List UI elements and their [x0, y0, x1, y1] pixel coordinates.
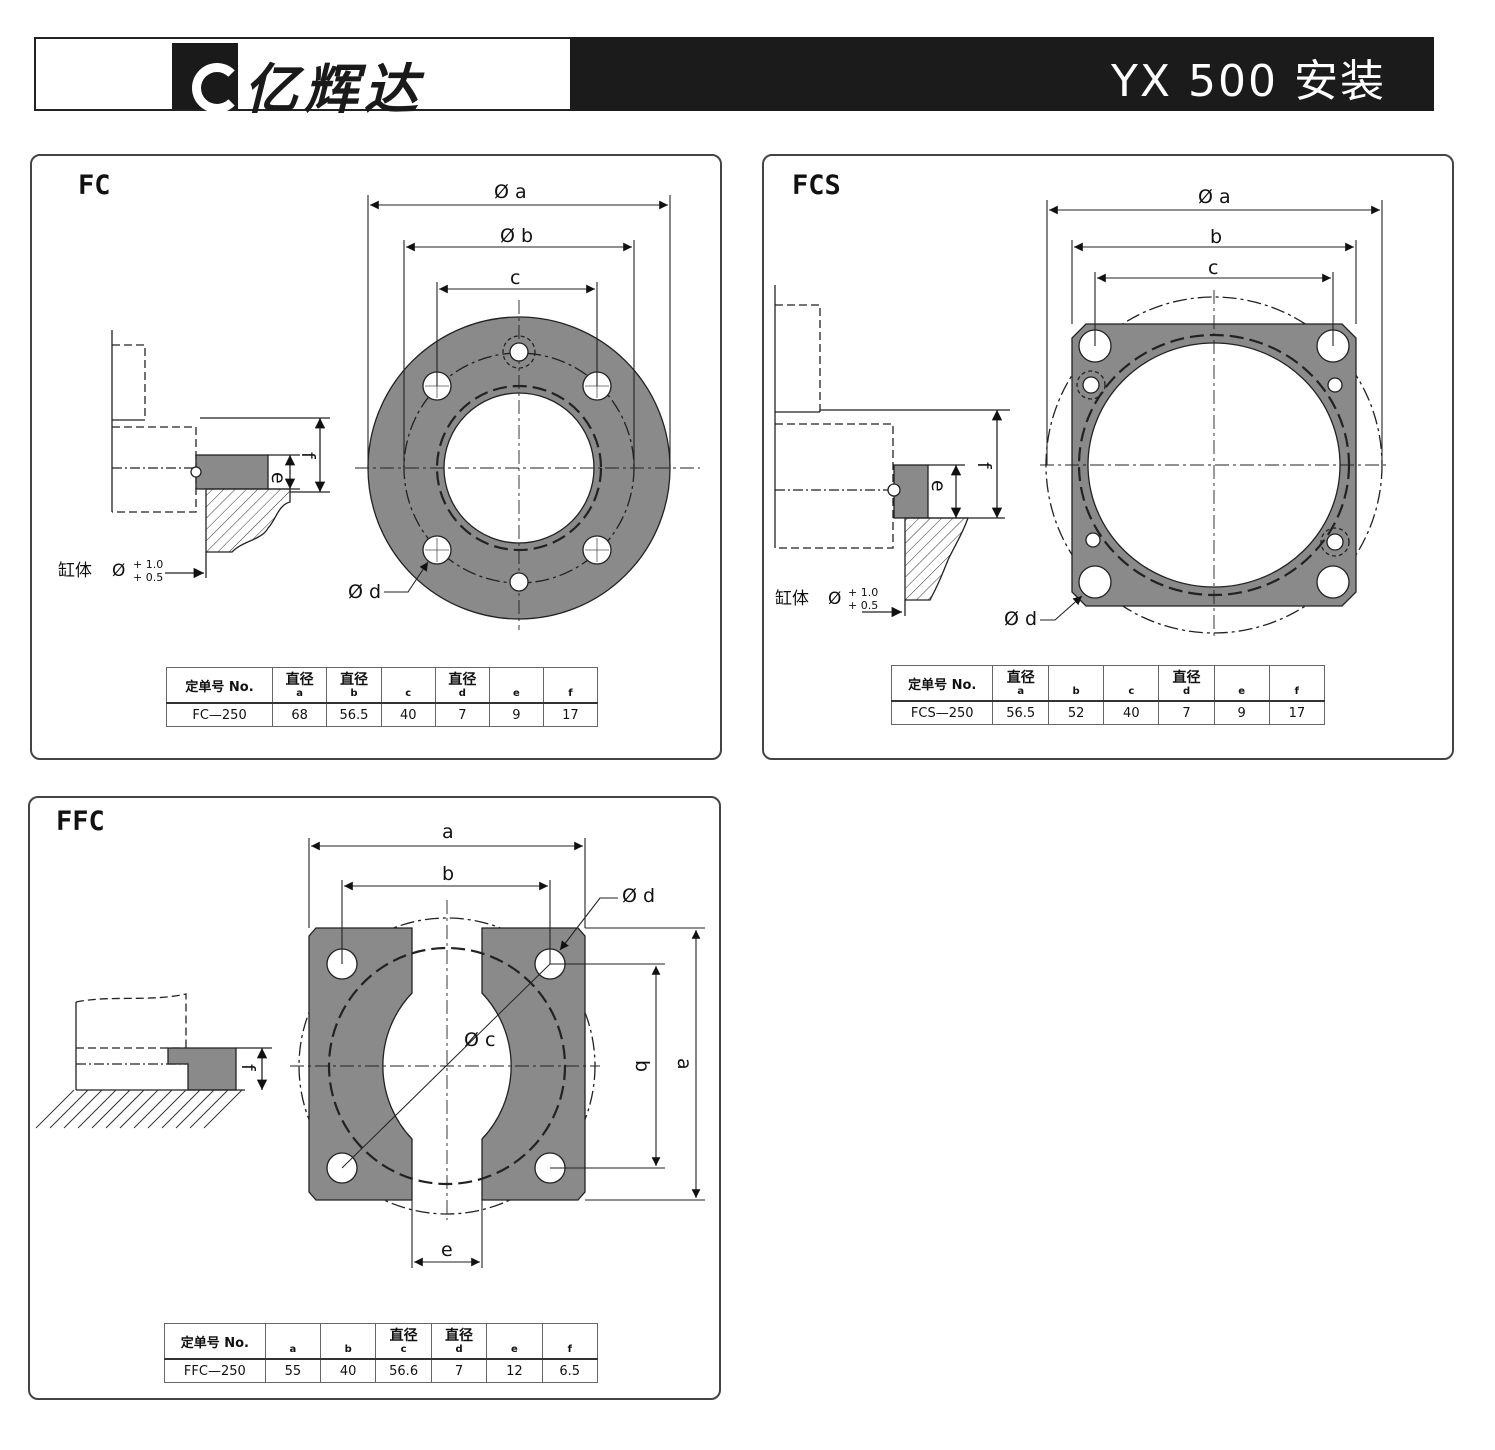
header-bar: YX 500 安装	[570, 37, 1434, 111]
logo-mark	[172, 43, 242, 113]
cell-a: 56.5	[992, 700, 1049, 725]
cell-c: 40	[1103, 700, 1160, 725]
page-title: YX 500 安装	[1111, 56, 1386, 107]
cell-e: 9	[488, 702, 544, 727]
col-header-c: c	[1103, 665, 1160, 702]
col-header-c: c	[380, 667, 436, 704]
cell-c: 40	[380, 702, 436, 727]
table-row: FFC—250 55 40 56.6 7 12 6.5	[164, 1358, 599, 1383]
cell-b: 52	[1047, 700, 1105, 725]
panel-title-fc: FC	[78, 170, 111, 201]
col-header-e: e	[488, 667, 544, 704]
cell-order: FC—250	[165, 702, 274, 727]
cell-d: 7	[430, 1358, 488, 1383]
cell-d: 7	[1158, 700, 1215, 725]
cell-a: 68	[272, 702, 328, 727]
col-header-f: f	[541, 1323, 599, 1360]
cell-order: FCS—250	[890, 700, 994, 725]
col-header-e: e	[1213, 665, 1270, 702]
table-row: FCS—250 56.5 52 40 7 9 17	[890, 700, 1326, 725]
col-header-e: e	[486, 1323, 543, 1360]
col-header-order: 定单号 No.	[165, 667, 274, 704]
cell-c: 56.6	[375, 1358, 432, 1383]
logo-text: 亿辉达	[244, 57, 424, 121]
cell-f: 6.5	[541, 1358, 599, 1383]
cell-f: 17	[1268, 700, 1326, 725]
col-header-f: f	[542, 667, 599, 704]
cell-e: 12	[486, 1358, 543, 1383]
cell-f: 17	[542, 702, 599, 727]
col-header-b: b	[1047, 665, 1105, 702]
cell-order: FFC—250	[164, 1358, 266, 1383]
col-header-order: 定单号 No.	[164, 1323, 266, 1360]
col-header-b: b	[320, 1323, 377, 1360]
table-row: FC—250 68 56.5 40 7 9 17	[165, 702, 599, 727]
panel-title-fcs: FCS	[792, 170, 841, 201]
col-header-f: f	[1268, 665, 1326, 702]
col-header-order: 定单号 No.	[890, 665, 994, 702]
page-header: 亿辉达 YX 500 安装	[34, 37, 1434, 121]
cell-a: 55	[264, 1358, 322, 1383]
cell-e: 9	[1213, 700, 1270, 725]
cell-d: 7	[434, 702, 490, 727]
panel-ffc: FFC	[28, 796, 721, 1400]
col-header-a: a	[264, 1323, 322, 1360]
cell-b: 56.5	[326, 702, 382, 727]
company-logo: 亿辉达	[172, 43, 527, 121]
panel-title-ffc: FFC	[56, 806, 105, 837]
cell-b: 40	[320, 1358, 377, 1383]
